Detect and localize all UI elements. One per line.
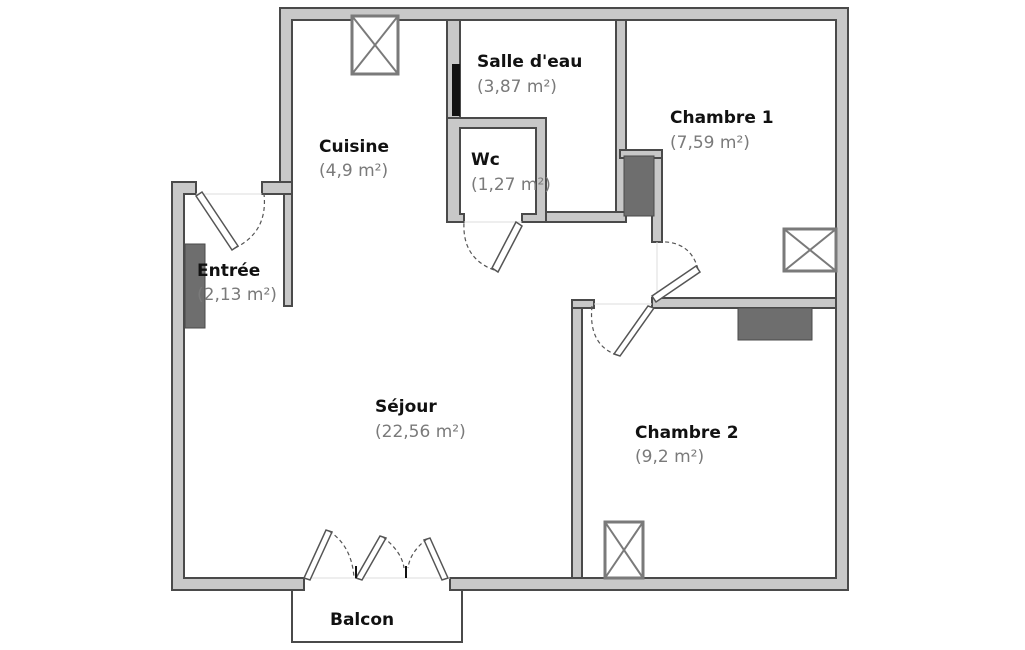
room-label-entree: Entrée — [197, 261, 260, 281]
room-area-cuisine: (4,9 m²) — [319, 161, 388, 181]
balcony-outline — [291, 590, 463, 643]
room-label-cuisine: Cuisine — [319, 137, 389, 157]
room-area-sejour: (22,56 m²) — [375, 422, 466, 442]
salle-eau-door-black — [452, 64, 460, 116]
radiator-icon — [184, 243, 206, 329]
room-label-sejour: Séjour — [375, 397, 437, 417]
door-swing-icon — [354, 535, 405, 581]
door-swing-icon — [302, 529, 355, 581]
outer-wall-entry-jamb — [261, 181, 293, 195]
wc-walls — [446, 117, 547, 223]
room-label-chambre2: Chambre 2 — [635, 423, 739, 443]
entree-partition — [283, 193, 293, 307]
room-label-wc: Wc — [471, 150, 500, 170]
radiator-icon — [737, 307, 813, 341]
salle-eau-bottom-wall — [543, 211, 627, 223]
chambre2-left-wall — [571, 299, 583, 579]
room-label-chambre1: Chambre 1 — [670, 108, 774, 128]
outer-wall-left — [171, 181, 305, 591]
ventilation-icon — [782, 227, 838, 273]
room-label-balcon: Balcon — [330, 610, 394, 630]
chambre1-bottom-wall — [651, 297, 837, 309]
room-area-chambre2: (9,2 m²) — [635, 447, 704, 467]
ventilation-icon — [603, 520, 645, 580]
room-area-salle-eau: (3,87 m²) — [477, 77, 557, 97]
door-swing-icon — [463, 220, 523, 274]
room-area-chambre1: (7,59 m²) — [670, 133, 750, 153]
door-swing-icon — [590, 305, 656, 357]
radiator-icon — [623, 155, 655, 217]
ventilation-icon — [350, 14, 400, 76]
room-area-wc: (1,27 m²) — [471, 175, 551, 195]
room-label-salle-eau: Salle d'eau — [477, 52, 582, 72]
door-swing-icon — [650, 241, 702, 304]
room-area-entree: (2,13 m²) — [197, 285, 277, 305]
chambre2-top-wall — [571, 299, 595, 309]
door-swing-icon — [407, 537, 450, 581]
door-swing-icon — [194, 190, 266, 252]
